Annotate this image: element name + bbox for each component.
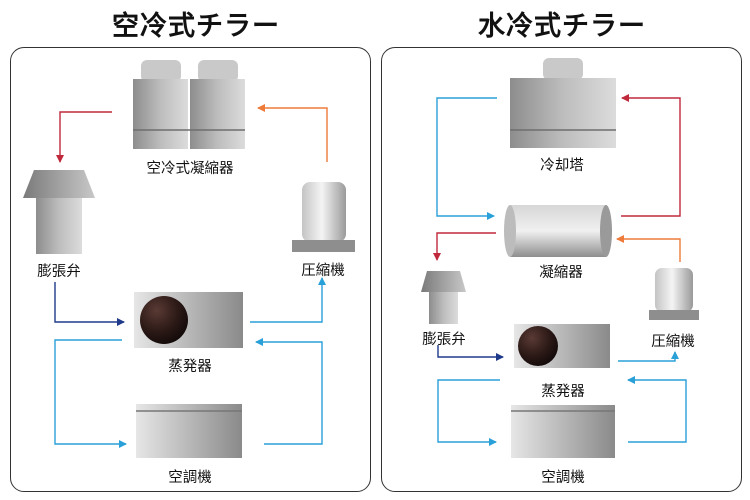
expansion-valve-icon [421,271,466,324]
refrigerant-line-evaporator-to-compressor [250,277,326,323]
expansion-valve-icon [23,170,95,254]
water-cooled-panel [381,47,742,492]
water-line-ac-to-evaporator [627,376,687,443]
refrigerant-line-compressor-to-condenser [257,104,328,162]
refrigerant-line-evaporator-to-compressor [618,351,679,362]
air-cooled-chiller-title: 空冷式チラー [112,11,280,42]
air-conditioner-icon [136,404,242,458]
air-conditioner-label: 空調機 [168,470,212,486]
cooling-water-condenser-to-tower [621,94,681,217]
water-line-ac-to-evaporator [255,338,323,445]
water-line-evaporator-to-ac [54,339,127,448]
evaporator-icon [134,292,243,348]
air-conditioner-label: 空調機 [541,470,585,486]
refrigerant-line-condenser-to-valve [433,232,496,261]
air-cooled-condenser-label: 空冷式凝縮器 [146,161,234,177]
cooling-tower-icon [510,58,616,148]
evaporator-label: 蒸発器 [168,359,212,375]
compressor-label: 圧縮機 [651,334,695,350]
air-cooled-panel [10,47,371,492]
evaporator-label: 蒸発器 [541,384,585,400]
refrigerant-line-compressor-to-condenser [616,235,681,262]
air-conditioner-icon [511,405,615,458]
water-cooled-chiller-title: 水冷式チラー [478,11,646,42]
condenser-icon [504,205,612,257]
compressor-icon [649,268,699,320]
compressor-label: 圧縮機 [301,263,345,279]
expansion-valve-label: 膨張弁 [37,264,81,280]
refrigerant-line-valve-to-evaporator [54,282,125,326]
cooling-water-tower-to-condenser [436,97,497,220]
compressor-icon [292,182,355,252]
water-line-evaporator-to-ac [437,379,500,446]
expansion-valve-label: 膨張弁 [422,332,466,348]
air-cooled-condenser-icon [133,60,245,149]
condenser-label: 凝縮器 [539,265,583,281]
evaporator-icon [514,324,610,368]
refrigerant-line-condenser-to-valve [56,111,112,163]
refrigerant-line-valve-to-evaporator [437,345,504,361]
cooling-tower-label: 冷却塔 [540,158,584,174]
